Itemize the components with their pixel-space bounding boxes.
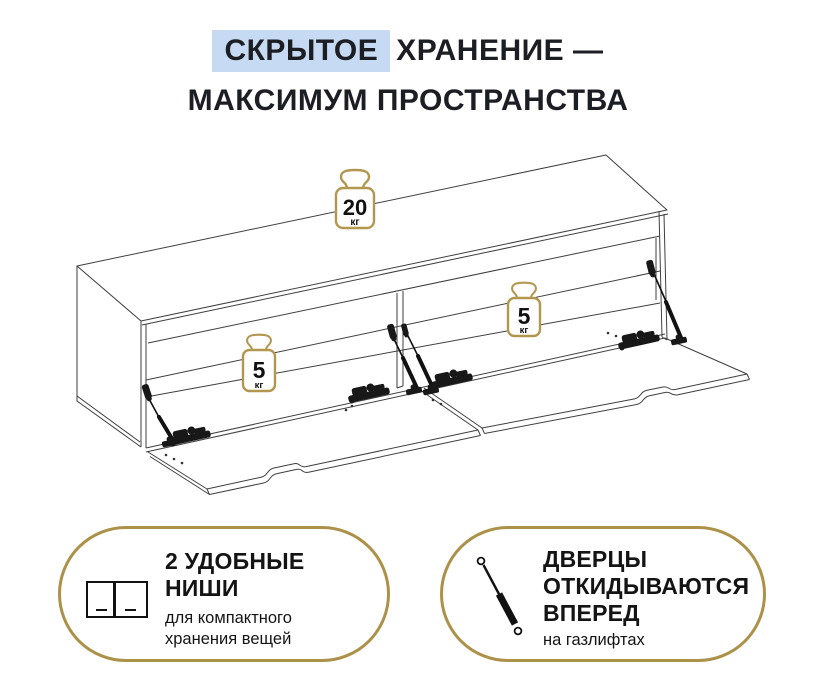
title-line-2: МАКСИМУМ ПРОСТРАНСТВА [187,84,629,117]
niche-handle-left [96,608,107,611]
gas-strut-partition-left [392,336,419,390]
feature-subtitle: на газлифтах [543,630,645,651]
weight-unit: кг [520,325,529,336]
gas-strut-partition-right [406,333,435,390]
title-line-1-rest: ХРАНЕНИЕ — [396,34,604,67]
gas-strut-left-end [147,396,176,444]
feature-pill-niches: 2 УДОБНЫЕ НИШИ для компактного хранения … [58,526,390,662]
left-door [147,389,481,495]
cabinet-left-panel [76,266,142,448]
feature-subtitle-line: хранения вещей [165,630,292,648]
feature-subtitle-line: на газлифтах [543,631,645,649]
gas-lift-icon [476,556,523,636]
weight-badge-20kg: 20 кг [334,168,376,230]
feature-title-line: ВПЕРЕД [543,600,640,626]
feature-subtitle: для компактного хранения вещей [165,608,292,650]
weight-badges: 20 кг 5 кг 5 кг [241,168,542,393]
hinge-left-door-right [346,379,391,405]
feature-title-line: 2 УДОБНЫЕ [165,548,305,574]
feature-title: 2 УДОБНЫЕ НИШИ [165,548,304,602]
gas-lift-struts [147,273,684,444]
hinge-right-door-left [429,365,474,391]
feature-title-line: НИШИ [165,575,239,601]
feature-pill-gas-lift: ДВЕРЦЫ ОТКИДЫВАЮТСЯ ВПЕРЕД на газлифтах [440,526,766,662]
weight-unit: кг [255,380,264,391]
cabinet-top-face [76,154,668,322]
cabinet-outline [76,154,750,495]
feature-title: ДВЕРЦЫ ОТКИДЫВАЮТСЯ ВПЕРЕД [543,546,749,627]
right-door [423,337,750,434]
title-highlight: СКРЫТОЕ [212,30,391,72]
weight-badge-5kg-right: 5 кг [506,281,542,338]
hinge-right-door-right [616,326,661,352]
gas-strut-right-end [653,273,684,342]
cabinet-partition [396,291,404,389]
weight-value: 5 [253,357,266,383]
feature-title-line: ОТКИДЫВАЮТСЯ [543,573,750,599]
niche-divider [113,583,116,616]
weight-unit: кг [350,217,359,228]
cabinet-right-panel [658,210,668,341]
two-niches-icon [86,581,148,618]
weight-value: 20 [343,195,367,220]
weight-value: 5 [518,303,531,329]
niche-handle-right [125,608,136,611]
screw-dots [164,331,618,465]
feature-title-line: ДВЕРЦЫ [543,546,648,572]
feature-subtitle-line: для компактного [165,609,292,627]
weight-badge-5kg-left: 5 кг [241,333,277,393]
